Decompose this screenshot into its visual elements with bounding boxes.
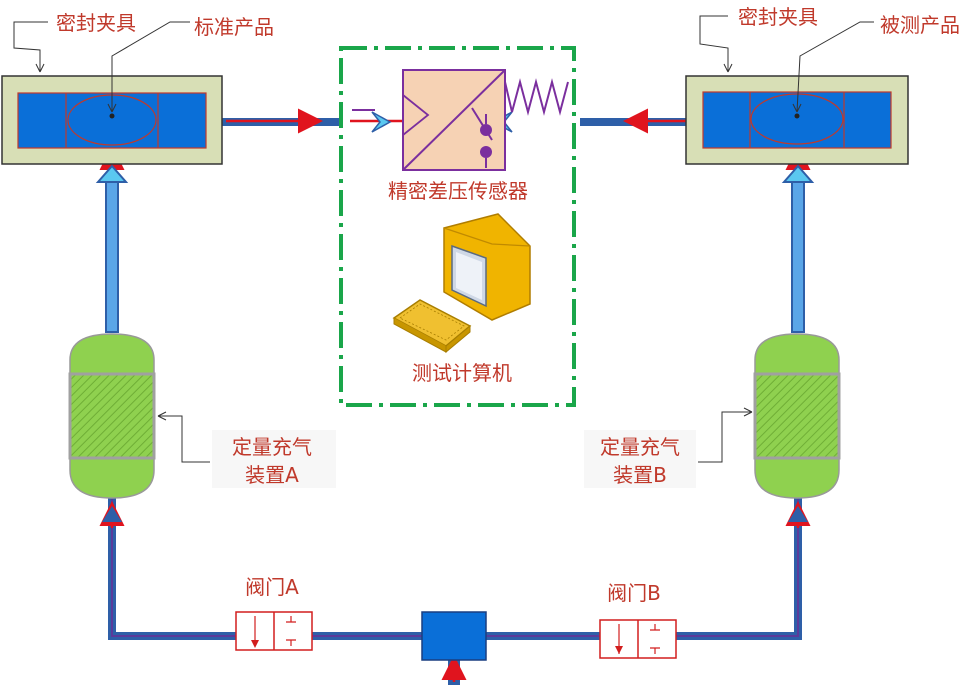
charger-a-label-line1: 定量充气 [232,435,312,459]
valve-b-label: 阀门B [607,581,661,605]
pipe-arrowheads [95,111,815,522]
valve-a-label: 阀门A [245,575,299,599]
control-unit-boundary [339,46,576,407]
sealing-fixture-left [1,75,223,165]
label-box-b [584,430,696,488]
charger-b-label-line1: 定量充气 [600,435,680,459]
flow-arrows [99,108,811,682]
standard-product-label: 标准产品 [194,15,274,39]
valve-a [235,611,313,651]
valve-b [599,619,677,659]
charger-a-label-line2: 装置A [245,463,299,487]
keyboard-icon [392,299,472,354]
tested-product-shape [750,93,844,145]
differential-pressure-sensor-icon [352,69,569,171]
clamp-left-label: 密封夹具 [56,11,136,35]
sensor-label: 精密差压传感器 [388,179,528,203]
charger-b-label-line2: 装置B [613,463,667,487]
sealing-fixture-right [685,75,909,165]
label-box-a [212,430,336,488]
callout-lines [13,15,874,463]
tested-product-label: 被测产品 [880,13,960,37]
pipe-network [105,118,805,685]
computer-monitor-icon [443,213,531,321]
charging-device-b [753,333,841,499]
gas-inlet-block [421,611,487,661]
charging-device-a [68,333,156,499]
clamp-right-label: 密封夹具 [738,5,818,29]
computer-label: 测试计算机 [412,361,512,385]
